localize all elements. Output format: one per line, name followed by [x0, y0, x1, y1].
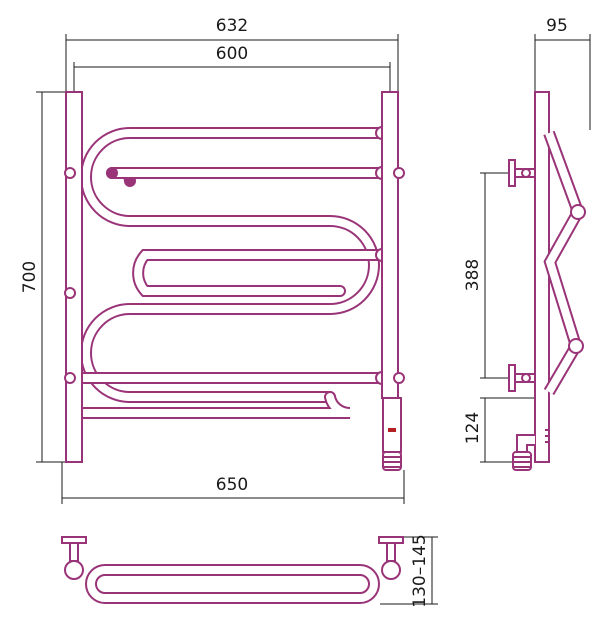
- left-upright: [64, 91, 83, 463]
- heating-element: [382, 397, 402, 471]
- right-upright: [381, 91, 405, 399]
- dimension-700: 700: [20, 91, 72, 463]
- dimension-600: 600: [73, 44, 391, 95]
- dimension-388: 388: [463, 172, 520, 379]
- top-view: 130–145: [61, 534, 438, 608]
- dimension-124: 124: [463, 397, 540, 463]
- side-zigzag: [543, 130, 586, 396]
- top-right-upright: [378, 536, 404, 580]
- dim-label-632: 632: [216, 16, 248, 36]
- dimension-632: 632: [65, 16, 399, 95]
- front-view: 632 600 700 650: [20, 16, 405, 504]
- indicator-light: [388, 428, 396, 432]
- dimension-130-145: 130–145: [380, 534, 438, 608]
- side-heating-element: [512, 434, 535, 471]
- dimension-95: 95: [534, 16, 591, 130]
- dimension-650: 650: [61, 462, 405, 504]
- side-upright: [534, 91, 550, 463]
- side-wall-mount-upper: [508, 159, 536, 187]
- dim-label-650: 650: [216, 475, 248, 495]
- dim-label-600: 600: [216, 44, 248, 64]
- top-left-upright: [61, 536, 87, 580]
- dim-label-124: 124: [463, 412, 483, 444]
- dim-label-700: 700: [20, 261, 40, 293]
- top-oval-coil: [85, 564, 380, 604]
- serpentine-coil: [78, 127, 388, 419]
- dim-label-95: 95: [546, 16, 568, 36]
- side-wall-mount-lower: [508, 364, 536, 392]
- dim-label-130-145: 130–145: [410, 534, 430, 607]
- dim-label-388: 388: [463, 259, 483, 291]
- side-view: 95 388 124: [463, 16, 591, 471]
